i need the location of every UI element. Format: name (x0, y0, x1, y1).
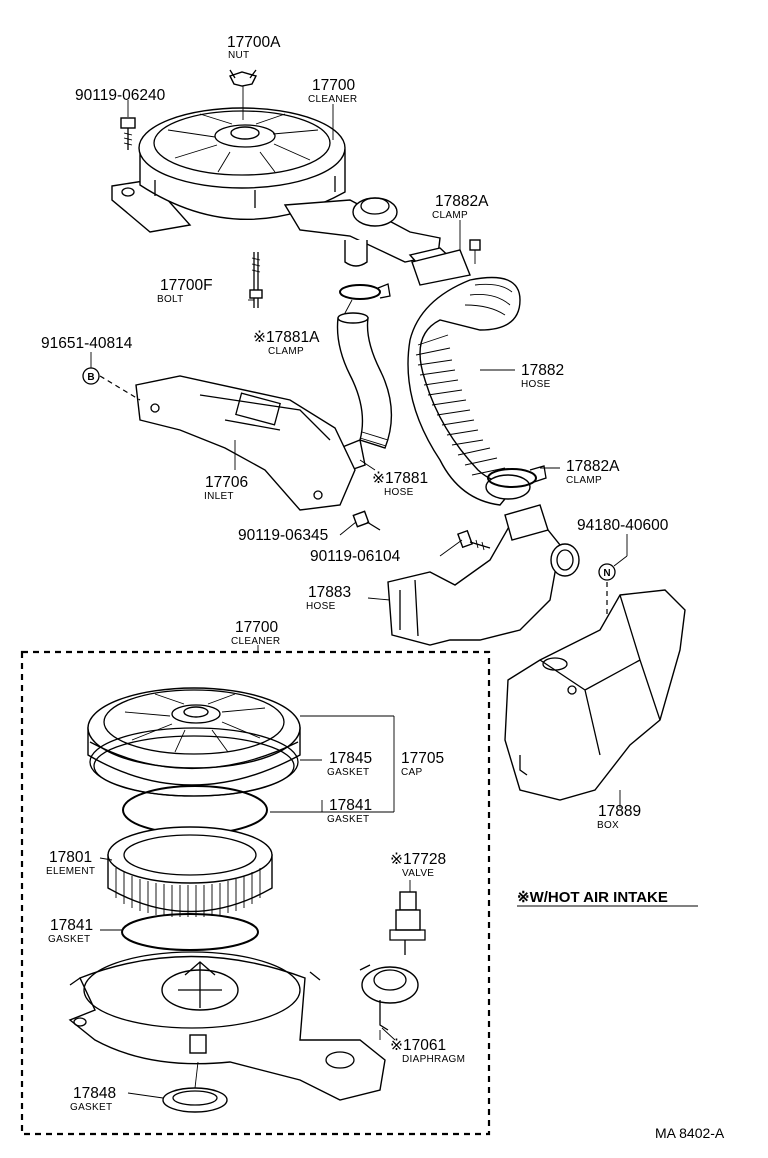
label-cleaner-top-name: CLEANER (308, 94, 357, 105)
clip-marker: N (598, 534, 628, 620)
gasket-17845 (89, 727, 299, 797)
cleaner-base (68, 951, 386, 1101)
label-nut-name: NUT (228, 50, 249, 61)
label-box-pn: 17889 (598, 803, 641, 820)
label-cap-name: CAP (401, 767, 422, 778)
label-clamp-a-pn: 17882A (435, 193, 489, 210)
label-hose-17882-name: HOSE (521, 379, 551, 390)
label-valve-name: VALVE (402, 868, 434, 879)
label-bolt-06104-pn: 90119-06104 (310, 548, 401, 565)
label-gasket-17841b-name: GASKET (48, 934, 90, 945)
label-clamp-b-pn: 17882A (566, 458, 620, 475)
label-note: ※W/HOT AIR INTAKE (517, 889, 668, 906)
label-cap-pn: 17705 (401, 750, 444, 767)
label-bolt-f-name: BOLT (157, 294, 184, 305)
label-nut-pn: 17700A (227, 34, 281, 51)
valve-part (389, 880, 426, 955)
label-box-name: BOX (597, 820, 619, 831)
leader-lines (99, 104, 560, 1099)
labels: 17700A NUT 17700 CLEANER 90119-06240 178… (41, 34, 725, 1141)
label-gasket-17848-pn: 17848 (73, 1085, 116, 1102)
bolt-icon (120, 100, 136, 150)
exploded-view-border (20, 650, 491, 1136)
label-diaphragm-pn: ※17061 (390, 1037, 446, 1054)
label-pin-pn: 91651-40814 (41, 335, 133, 352)
hose-elbow (387, 504, 580, 646)
label-inlet-pn: 17706 (205, 474, 248, 491)
clamp-upper-icon (411, 239, 481, 286)
label-cleaner-top-pn: 17700 (312, 77, 355, 94)
label-gasket-17841a-name: GASKET (327, 814, 369, 825)
label-gasket-17841a-pn: 17841 (329, 797, 372, 814)
label-bolt-f-pn: 17700F (160, 277, 213, 294)
label-bolt-06345-pn: 90119-06345 (238, 527, 328, 544)
clip-mark: N (603, 568, 610, 579)
label-cleaner-box-pn: 17700 (235, 619, 278, 636)
pin-mark: B (87, 372, 94, 383)
label-diaphragm-name: DIAPHRAGM (402, 1054, 465, 1065)
label-bolt-top-pn: 90119-06240 (75, 87, 166, 104)
wing-nut-icon (229, 69, 258, 120)
label-hose-17881-name: HOSE (384, 487, 414, 498)
label-clamp-1881a-name: CLAMP (268, 346, 304, 357)
gasket-17841-lower (121, 913, 259, 951)
label-hose-17883-pn: 17883 (308, 584, 351, 601)
label-gasket-17845-name: GASKET (327, 767, 369, 778)
pin-marker: B (82, 352, 100, 385)
label-inlet-name: INLET (204, 491, 234, 502)
corrugated-hose (407, 276, 531, 506)
label-hose-17881-pn: ※17881 (372, 470, 428, 487)
label-clamp-b-name: CLAMP (566, 475, 602, 486)
label-cleaner-box-name: CLEANER (231, 636, 280, 647)
filter-element (107, 826, 273, 917)
label-valve-pn: ※17728 (390, 851, 446, 868)
bolt-06104-icon (457, 529, 491, 551)
label-gasket-17848-name: GASKET (70, 1102, 112, 1113)
gasket-17848 (162, 1061, 228, 1113)
bolt-06345-icon (352, 510, 381, 531)
long-bolt-icon (249, 252, 263, 308)
heat-box (504, 589, 686, 808)
label-clip-pn: 94180-40600 (577, 517, 669, 534)
label-hose-17882-pn: 17882 (521, 362, 564, 379)
label-hose-17883-name: HOSE (306, 601, 336, 612)
label-clamp-1881a-pn: ※17881A (253, 329, 320, 346)
label-element-pn: 17801 (49, 849, 92, 866)
label-gasket-17845-pn: 17845 (329, 750, 372, 767)
small-hose (336, 312, 393, 473)
label-gasket-17841b-pn: 17841 (50, 917, 93, 934)
air-cleaner-top (111, 107, 457, 273)
label-clamp-a-name: CLAMP (432, 210, 468, 221)
clamp-lower-icon (487, 465, 547, 488)
reference-code: MA 8402-A (655, 1125, 725, 1141)
inlet-duct (99, 375, 356, 511)
label-element-name: ELEMENT (46, 866, 95, 877)
diaphragm-part (359, 964, 419, 1040)
